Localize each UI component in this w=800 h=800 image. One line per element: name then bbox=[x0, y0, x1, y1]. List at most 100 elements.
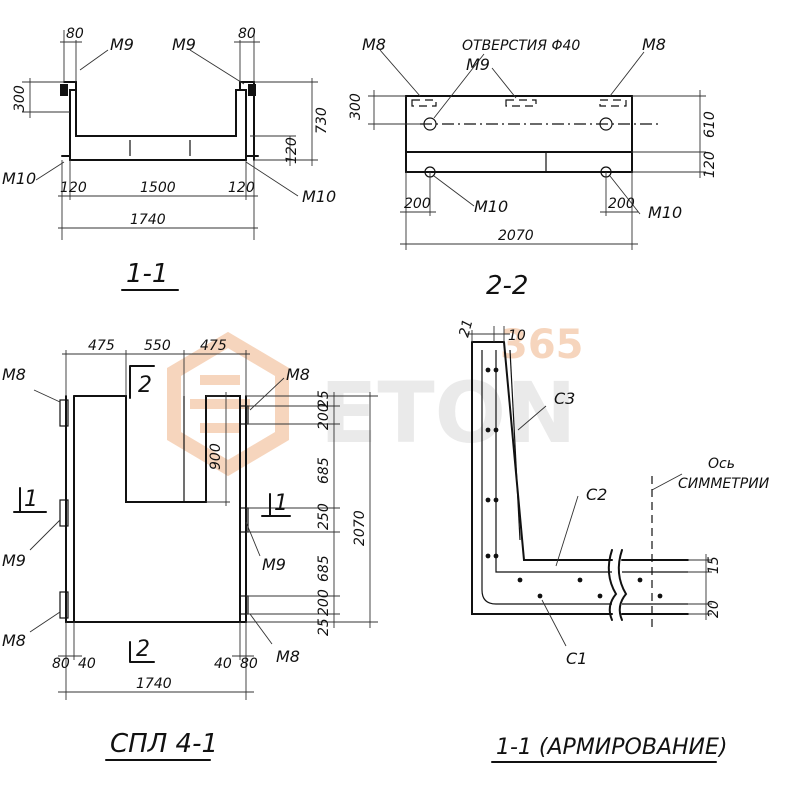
dim-text: 120 bbox=[702, 151, 718, 178]
dim-top-reinf bbox=[466, 326, 510, 342]
label-m8-right: M8 bbox=[642, 35, 666, 54]
dim-bottom bbox=[58, 160, 258, 240]
section-1-1-walls bbox=[69, 90, 247, 136]
rebar-c2 bbox=[495, 350, 688, 573]
label-m10-left: M10 bbox=[474, 197, 508, 216]
cut-mark-1-left: 1 bbox=[24, 487, 38, 512]
embedded-m8-bottom-right bbox=[239, 595, 249, 615]
dim-text: 80 bbox=[52, 656, 70, 672]
dim-text: 1740 bbox=[130, 212, 166, 228]
cut-mark-2-bottom: 2 bbox=[136, 637, 150, 662]
plan-title: СПЛ 4-1 bbox=[110, 729, 218, 759]
dim-text: 21 bbox=[456, 318, 476, 339]
dim-text: 2070 bbox=[352, 510, 368, 546]
embedded-m9-right bbox=[239, 507, 249, 533]
holes-note: ОТВЕРСТИЯ Φ40 bbox=[462, 38, 580, 54]
label-c3: C3 bbox=[554, 389, 575, 408]
watermark: 365 ETON bbox=[167, 322, 584, 477]
drawing-spl-4-1: 2 2 1 1 475 550 475 900 25 200 685 250 6… bbox=[2, 338, 378, 761]
rebar-c3 bbox=[509, 349, 521, 541]
dim-text: 25 bbox=[316, 390, 332, 408]
dim-top-plan bbox=[62, 350, 250, 396]
watermark-text: ETON bbox=[320, 364, 576, 462]
reinforcement-title: 1-1 (АРМИРОВАНИЕ) bbox=[496, 735, 727, 760]
drawing-2-2: 300 610 120 200 200 2070 ОТВЕРСТИЯ Φ40 M… bbox=[348, 35, 718, 301]
dim-right-2 bbox=[632, 90, 706, 178]
embedded-part-m9-left bbox=[60, 84, 68, 96]
dim-text: 120 bbox=[60, 180, 87, 196]
dim-bottom-plan bbox=[58, 622, 254, 700]
concrete-continuation bbox=[621, 559, 689, 615]
label-m10-right: M10 bbox=[648, 203, 682, 222]
dim-text: 200 bbox=[404, 196, 431, 212]
embedded-parts-2-2 bbox=[411, 99, 627, 107]
dim-text: 300 bbox=[348, 93, 364, 120]
dim-text: 685 bbox=[316, 457, 332, 484]
concrete-outline-inner bbox=[503, 341, 613, 561]
dim-left-300-2 bbox=[368, 90, 420, 130]
dim-text: 1500 bbox=[140, 180, 176, 196]
hole-left bbox=[423, 117, 437, 131]
label-m10-right: M10 bbox=[302, 187, 336, 206]
label-m8-top-right: M8 bbox=[286, 365, 310, 384]
cut-mark-2-top: 2 bbox=[138, 373, 152, 398]
section-1-1-joints bbox=[129, 140, 191, 156]
dim-900 bbox=[206, 392, 230, 506]
watermark-number: 365 bbox=[500, 322, 584, 368]
embedded-m8-bottom-left bbox=[59, 591, 69, 619]
label-c1: C1 bbox=[566, 649, 587, 668]
label-m10-left: M10 bbox=[2, 169, 36, 188]
dim-text: 475 bbox=[88, 338, 115, 354]
dim-text: 120 bbox=[284, 137, 300, 164]
symmetry-axis-label: Ось bbox=[708, 456, 735, 472]
cut-marks bbox=[13, 365, 291, 663]
dim-text: 685 bbox=[316, 555, 332, 582]
embedded-part-m9-right bbox=[248, 84, 256, 96]
label-m9-right: M9 bbox=[172, 35, 196, 54]
dim-text: 40 bbox=[214, 656, 232, 672]
dim-right-plan bbox=[246, 392, 378, 628]
dim-text: 300 bbox=[12, 85, 28, 112]
label-m8-top-left: M8 bbox=[2, 365, 26, 384]
dim-text: 550 bbox=[144, 338, 171, 354]
dim-text: 10 bbox=[508, 328, 526, 344]
section-title-1-1: 1-1 bbox=[126, 259, 168, 289]
section-2-2-outline bbox=[405, 95, 633, 173]
label-c2: C2 bbox=[586, 485, 607, 504]
dim-text: 40 bbox=[78, 656, 96, 672]
break-line-right bbox=[617, 549, 628, 621]
dim-text: 15 bbox=[706, 556, 722, 574]
embedded-m9-left bbox=[59, 499, 69, 527]
dim-text: 25 bbox=[316, 618, 332, 636]
section-title-2-2: 2-2 bbox=[486, 271, 528, 301]
dim-text: 20 bbox=[706, 600, 722, 618]
cut-mark-1-right: 1 bbox=[274, 491, 288, 516]
dim-text: 250 bbox=[316, 503, 332, 530]
dim-text: 80 bbox=[238, 26, 256, 42]
dim-text: 200 bbox=[316, 403, 332, 430]
dim-text: 120 bbox=[228, 180, 255, 196]
rebar-c1 bbox=[481, 350, 688, 605]
break-line-left bbox=[607, 549, 618, 621]
rebar-dots bbox=[485, 367, 663, 599]
label-m8-left: M8 bbox=[362, 35, 386, 54]
leaders-1-1 bbox=[35, 49, 299, 197]
embedded-m8-top-left bbox=[59, 399, 69, 427]
dim-text: 80 bbox=[240, 656, 258, 672]
symmetry-axis-label-2: СИММЕТРИИ bbox=[678, 476, 770, 492]
concrete-outline-outer bbox=[471, 341, 613, 615]
dim-text: 200 bbox=[316, 589, 332, 616]
dim-text: 200 bbox=[608, 196, 635, 212]
dim-top-left bbox=[60, 30, 82, 82]
watermark-hexagon-icon bbox=[167, 331, 289, 477]
leaders-reinf bbox=[517, 405, 683, 647]
dim-text: 900 bbox=[208, 443, 224, 470]
label-m9-left: M9 bbox=[110, 35, 134, 54]
leaders-plan bbox=[29, 377, 285, 645]
dim-right-reinf bbox=[688, 554, 712, 620]
label-m9: M9 bbox=[466, 55, 490, 74]
embedded-m8-top-right bbox=[239, 405, 249, 425]
dim-text: 730 bbox=[314, 107, 330, 134]
label-m9-right: M9 bbox=[262, 555, 286, 574]
